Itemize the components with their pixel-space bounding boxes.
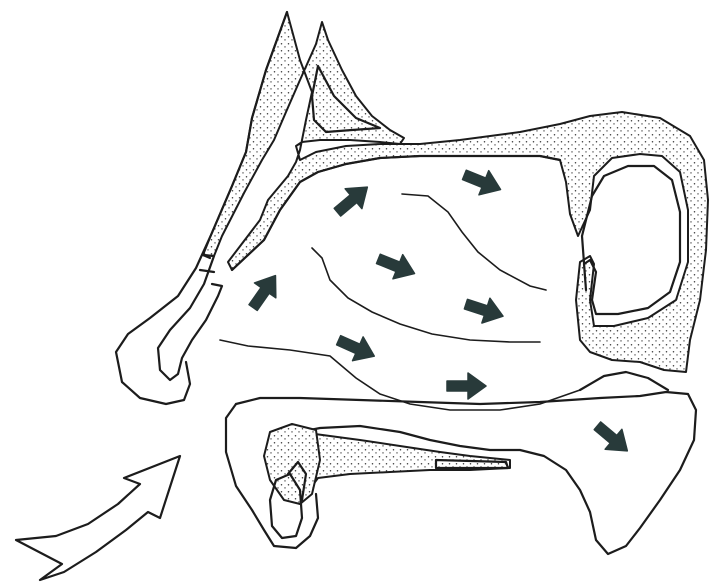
nose-dorsum-inner (158, 255, 222, 380)
airflow-arrow (589, 416, 636, 461)
airflow-arrow (333, 328, 379, 368)
frontal-bone-wall (203, 12, 708, 372)
nasal-cavity-roof (232, 156, 560, 270)
middle-turbinate-line (312, 248, 540, 342)
nose-dorsum-outer (116, 12, 287, 404)
superior-turbinate-line (402, 194, 546, 290)
airflow-arrow (374, 247, 420, 286)
inferior-turbinate-line (220, 340, 580, 410)
nasopharynx-wall (580, 372, 668, 390)
sphenoid-sinus (582, 166, 680, 314)
inhalation-arrow (16, 456, 180, 580)
airflow-arrow (242, 268, 286, 315)
hard-palate (300, 432, 510, 494)
airflow-arrow (460, 163, 506, 202)
airflow-arrow (462, 292, 507, 329)
airflow-arrow (329, 177, 376, 222)
airflow-arrow (447, 373, 486, 399)
